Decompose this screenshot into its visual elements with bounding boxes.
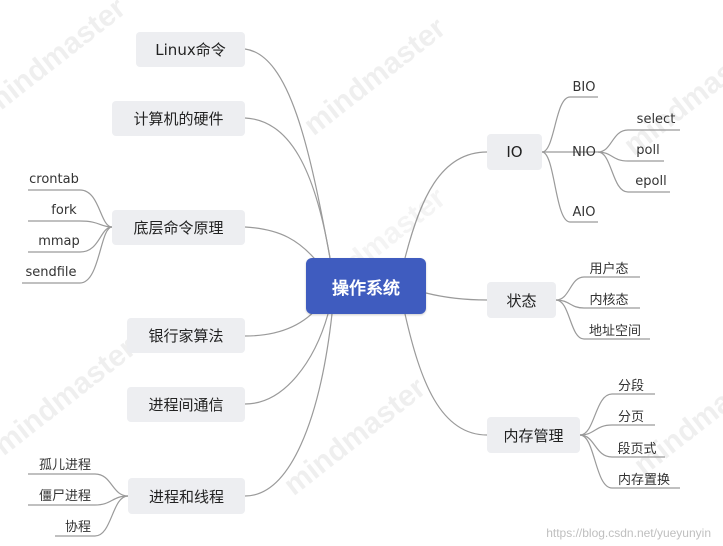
leaf-orphan-process[interactable]: 孤儿进程: [38, 457, 91, 473]
connector: [579, 434, 665, 458]
connector: [244, 313, 329, 405]
connector: [541, 151, 598, 223]
connector: [244, 313, 333, 497]
leaf-crontab[interactable]: crontab: [29, 171, 79, 187]
topic-bankers-algorithm[interactable]: 银行家算法: [127, 318, 245, 353]
connector: [28, 189, 113, 228]
topic-memory-management[interactable]: 内存管理: [487, 417, 580, 453]
leaf-mmap[interactable]: mmap: [38, 233, 80, 249]
connector: [55, 495, 129, 537]
topic-inter-process-communication[interactable]: 进程间通信: [127, 387, 245, 422]
connector: [555, 299, 650, 340]
connector: [28, 220, 113, 228]
leaf-epoll[interactable]: epoll: [635, 173, 667, 189]
topic-state[interactable]: 状态: [487, 282, 556, 318]
root-node[interactable]: 操作系统: [306, 258, 426, 314]
leaf-nio[interactable]: NIO: [572, 144, 596, 160]
leaf-fork[interactable]: fork: [51, 202, 77, 218]
connector: [597, 151, 670, 193]
connector: [22, 226, 113, 284]
connector: [244, 48, 331, 259]
leaf-bio[interactable]: BIO: [572, 79, 596, 95]
connector: [28, 495, 129, 506]
leaf-segmentation[interactable]: 分段: [617, 378, 644, 394]
connector: [541, 96, 598, 153]
connector: [579, 424, 655, 436]
leaf-select[interactable]: select: [636, 111, 676, 127]
topic-process-and-thread[interactable]: 进程和线程: [128, 478, 245, 514]
topic-io[interactable]: IO: [487, 134, 542, 170]
leaf-segmented-paging[interactable]: 段页式: [617, 441, 657, 457]
connector: [28, 473, 129, 497]
connector: [425, 292, 488, 301]
source-url: https://blog.csdn.net/yueyunyin: [546, 526, 711, 540]
leaf-memory-swap[interactable]: 内存置换: [617, 472, 670, 488]
connector: [555, 299, 640, 309]
leaf-aio[interactable]: AIO: [572, 204, 596, 220]
leaf-kernel-mode[interactable]: 内核态: [589, 292, 629, 308]
leaf-user-mode[interactable]: 用户态: [589, 261, 629, 277]
connector: [579, 434, 680, 489]
connector: [555, 276, 640, 301]
leaf-poll[interactable]: poll: [636, 142, 660, 158]
topic-underlying-command-principles[interactable]: 底层命令原理: [112, 210, 245, 245]
connector: [597, 129, 680, 153]
leaf-address-space[interactable]: 地址空间: [588, 323, 641, 339]
topic-computer-hardware[interactable]: 计算机的硬件: [112, 101, 245, 136]
topic-linux-commands[interactable]: Linux命令: [136, 32, 245, 67]
connector: [244, 117, 331, 259]
leaf-sendfile[interactable]: sendfile: [25, 264, 77, 280]
leaf-coroutine[interactable]: 协程: [64, 519, 91, 535]
leaf-zombie-process[interactable]: 僵尸进程: [38, 488, 91, 504]
connector: [597, 151, 664, 162]
connector: [404, 313, 488, 436]
connector: [579, 393, 655, 436]
leaf-paging[interactable]: 分页: [617, 409, 644, 425]
connector: [404, 151, 488, 259]
connector: [244, 226, 321, 266]
